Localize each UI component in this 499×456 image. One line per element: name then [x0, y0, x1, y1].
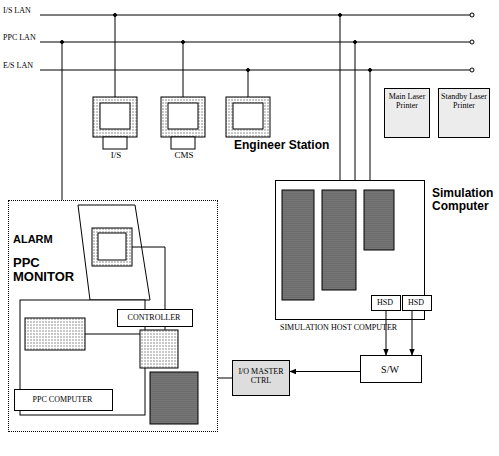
printer: Standby Laser Printer	[438, 88, 490, 138]
lan-drop	[248, 70, 249, 97]
board-rack	[322, 190, 356, 290]
host-computer: SIMULATION HOST COMPUTERSimulation Compu…	[275, 180, 425, 320]
wire	[132, 247, 165, 248]
terminal-monitor	[226, 97, 270, 137]
lan-line	[40, 15, 470, 16]
lamp-panel	[25, 318, 85, 350]
lan-drop	[62, 42, 63, 200]
node-text: PPC MONITOR	[13, 256, 79, 285]
lan-label: PPC LAN	[2, 34, 37, 42]
wire	[85, 334, 140, 335]
terminal-stand	[103, 137, 127, 149]
connector	[290, 371, 360, 372]
board-rack	[282, 190, 314, 300]
lan-drop	[355, 42, 356, 180]
console-panel	[78, 205, 150, 300]
node-text: PPC COMPUTER	[15, 396, 110, 405]
terminal-monitor	[93, 97, 137, 137]
terminal: CMS	[156, 95, 212, 165]
lan-drop	[340, 15, 341, 180]
terminal: I/S	[88, 95, 144, 165]
printer: Main Laser Printer	[384, 88, 430, 138]
terminal-stand	[171, 137, 195, 149]
lan-drop	[115, 15, 116, 97]
node-text: Engineer Station	[234, 139, 326, 152]
node-text: Standby Laser Printer	[441, 93, 487, 111]
node-text: S/W	[361, 364, 419, 375]
connector	[218, 378, 232, 379]
hsd-box: HSD	[371, 295, 401, 311]
node-text: I/S	[88, 151, 144, 161]
lan-line	[40, 70, 470, 71]
lan-label: E/S LAN	[2, 62, 34, 70]
lan-drop	[183, 42, 184, 97]
lan-end	[470, 68, 474, 72]
lan-end	[470, 40, 474, 44]
board-rack	[364, 190, 394, 250]
ppc-computer: PPC COMPUTER	[14, 389, 113, 411]
terminal: Engineer Station	[222, 95, 326, 167]
lan-end	[470, 13, 474, 17]
connector	[412, 311, 413, 355]
node-text: Main Laser Printer	[387, 93, 427, 111]
audio-unit	[140, 330, 178, 368]
node-text: CMS	[156, 151, 212, 161]
hsd-box: HSD	[402, 295, 432, 311]
io-unit	[150, 372, 198, 424]
switch-box: S/W	[360, 355, 422, 383]
lan-drop	[370, 70, 371, 180]
node-text: HSD	[403, 299, 429, 308]
connector	[386, 311, 387, 355]
node-text: CONTROLLER	[118, 314, 190, 323]
node-text: ALARM	[13, 233, 73, 245]
node-text: HSD	[372, 299, 398, 308]
ppc-console: ALARM PPC MONITOR CONTROLLER PPC COMPUTER	[8, 200, 218, 432]
terminal-monitor	[161, 97, 205, 137]
node-text: SIMULATION HOST COMPUTER	[280, 324, 440, 333]
node-text: Simulation Computer	[432, 187, 494, 213]
controller-box: CONTROLLER	[117, 309, 193, 327]
io-master-ctrl: I/O MASTER CTRL	[232, 360, 290, 396]
node-text: I/O MASTER CTRL	[235, 368, 287, 386]
lan-label: I/S LAN	[2, 7, 32, 15]
ppc-screen	[92, 228, 132, 266]
lan-line	[40, 42, 470, 43]
